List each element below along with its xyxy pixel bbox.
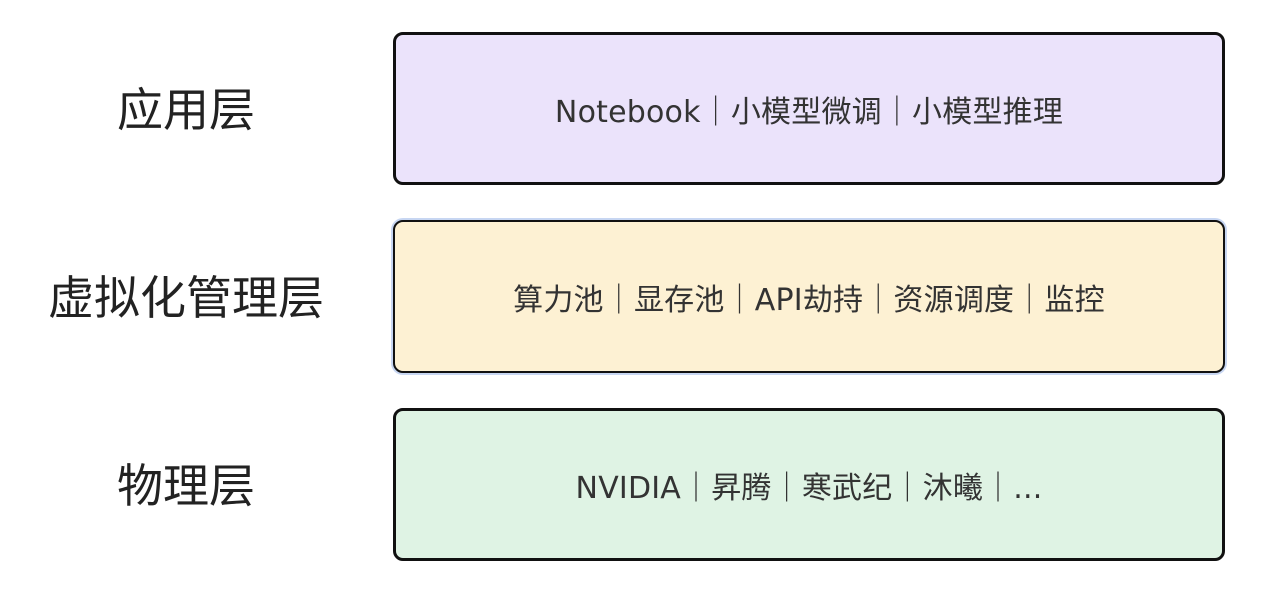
virtualization-layer-label: 虚拟化管理层 bbox=[48, 271, 324, 325]
physical-layer-box: NVIDIA｜昇腾｜寒武纪｜沐曦｜... bbox=[393, 408, 1225, 561]
application-layer-label: 应用层 bbox=[117, 83, 255, 137]
physical-layer-content: NVIDIA｜昇腾｜寒武纪｜沐曦｜... bbox=[575, 470, 1043, 506]
application-layer-box: Notebook｜小模型微调｜小模型推理 bbox=[393, 32, 1225, 185]
physical-layer-label: 物理层 bbox=[117, 459, 255, 513]
application-layer-content: Notebook｜小模型微调｜小模型推理 bbox=[554, 94, 1064, 130]
virtualization-layer-content: 算力池｜显存池｜API劫持｜资源调度｜监控 bbox=[513, 282, 1105, 318]
virtualization-layer-box: 算力池｜显存池｜API劫持｜资源调度｜监控 bbox=[393, 220, 1225, 373]
